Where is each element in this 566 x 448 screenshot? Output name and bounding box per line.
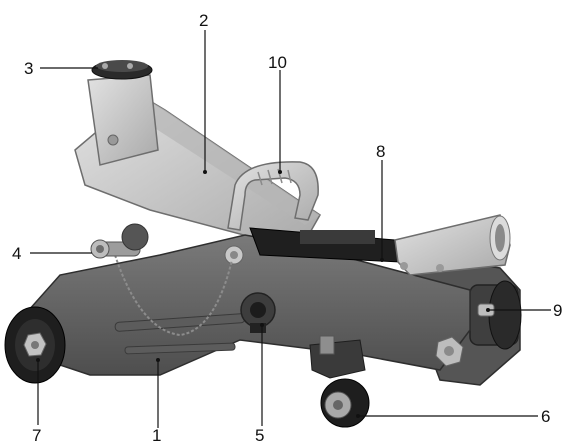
leader-lines	[30, 30, 551, 428]
callout-4: 4	[12, 244, 22, 263]
callout-5: 5	[255, 426, 265, 445]
callout-6: 6	[541, 407, 551, 426]
callout-3: 3	[24, 59, 34, 78]
saddle-column	[87, 74, 159, 166]
callout-8: 8	[376, 142, 386, 161]
caster-bracket	[309, 339, 366, 379]
callout-10: 10	[268, 53, 287, 72]
safety-chain	[114, 254, 233, 337]
callout-2: 2	[199, 11, 209, 30]
callout-9: 9	[553, 301, 563, 320]
callout-1: 1	[152, 426, 162, 445]
carry-handle	[227, 161, 319, 231]
handle-socket	[394, 214, 511, 276]
callout-7: 7	[32, 426, 42, 445]
